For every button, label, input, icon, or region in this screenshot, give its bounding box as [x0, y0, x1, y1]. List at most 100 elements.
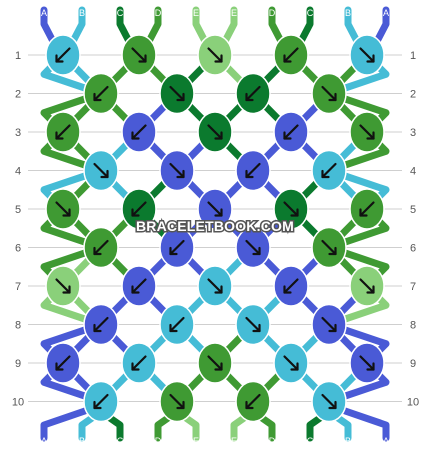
- arrow-down-left-icon: [93, 85, 109, 102]
- arrow-down-left-icon: [169, 316, 185, 333]
- arrow-down-right-icon: [93, 162, 109, 179]
- arrow-down-right-icon: [169, 393, 185, 410]
- strand-letter-bottom: E: [231, 436, 237, 446]
- knot: [45, 34, 81, 76]
- row-label-left: 5: [15, 204, 21, 216]
- row-label-left: 6: [15, 243, 21, 255]
- arrow-down-right-icon: [131, 47, 147, 63]
- knot: [83, 149, 119, 192]
- knot: [311, 303, 347, 346]
- knot: [45, 188, 81, 230]
- arrow-down-right-icon: [207, 278, 223, 294]
- row-label-left: 2: [15, 89, 21, 101]
- row-label-left: 8: [15, 320, 21, 332]
- strand-letter-bottom: C: [117, 436, 124, 446]
- knot: [159, 226, 195, 269]
- arrow-down-left-icon: [321, 162, 337, 179]
- knot: [121, 265, 157, 307]
- strand-letter-top: C: [117, 8, 124, 18]
- arrow-down-right-icon: [359, 124, 375, 140]
- row-label-right: 8: [410, 320, 416, 332]
- knot: [235, 303, 271, 346]
- strand-path: [40, 404, 99, 442]
- knot: [311, 226, 347, 269]
- arrow-down-right-icon: [359, 278, 375, 294]
- arrow-down-left-icon: [131, 201, 147, 217]
- strand-letter-top: D: [155, 8, 162, 18]
- knot: [235, 149, 271, 192]
- arrow-down-left-icon: [283, 47, 299, 63]
- arrow-down-left-icon: [55, 124, 71, 140]
- strand-path: [331, 404, 390, 442]
- arrow-down-right-icon: [321, 316, 337, 333]
- knot: [311, 380, 347, 423]
- arrow-down-right-icon: [321, 85, 337, 102]
- strand-letter-top: E: [193, 8, 199, 18]
- knot: [197, 342, 233, 384]
- knot: [83, 226, 119, 269]
- strand-letter-bottom: D: [269, 436, 276, 446]
- arrow-down-left-icon: [93, 393, 109, 410]
- knot: [349, 34, 385, 76]
- knot: [83, 303, 119, 346]
- knot: [349, 265, 385, 307]
- row-label-right: 5: [410, 204, 416, 216]
- arrow-down-left-icon: [131, 124, 147, 140]
- knot: [197, 188, 233, 230]
- row-label-right: 3: [410, 127, 416, 139]
- arrow-down-left-icon: [55, 355, 71, 371]
- row-label-left: 9: [15, 358, 21, 370]
- row-label-left: 10: [12, 397, 24, 409]
- arrow-down-right-icon: [245, 239, 261, 256]
- arrow-down-right-icon: [207, 124, 223, 140]
- knot: [349, 111, 385, 153]
- knot: [273, 34, 309, 76]
- row-label-right: 9: [410, 358, 416, 370]
- arrow-down-left-icon: [131, 278, 147, 294]
- arrow-down-right-icon: [55, 201, 71, 217]
- strand-letter-bottom: E: [193, 436, 199, 446]
- knot: [235, 72, 271, 115]
- arrow-down-right-icon: [359, 47, 375, 63]
- strand-letter-top: A: [383, 8, 389, 18]
- arrow-down-right-icon: [55, 278, 71, 294]
- row-label-left: 1: [15, 50, 21, 62]
- knot: [159, 72, 195, 115]
- knot: [121, 111, 157, 153]
- row-label-left: 3: [15, 127, 21, 139]
- knot: [273, 342, 309, 384]
- row-label-left: 7: [15, 281, 21, 293]
- arrow-down-right-icon: [321, 393, 337, 410]
- row-label-right: 10: [407, 397, 419, 409]
- strand-letter-bottom: B: [345, 436, 351, 446]
- arrow-down-left-icon: [93, 316, 109, 333]
- arrow-down-left-icon: [283, 124, 299, 140]
- knot: [45, 111, 81, 153]
- strand-letter-top: A: [41, 8, 47, 18]
- knot: [121, 188, 157, 230]
- knot: [45, 342, 81, 384]
- knot-grid: [45, 34, 385, 423]
- arrow-down-left-icon: [55, 47, 71, 63]
- arrow-down-left-icon: [283, 278, 299, 294]
- arrow-down-left-icon: [245, 85, 261, 102]
- knot: [83, 72, 119, 115]
- arrow-down-right-icon: [207, 355, 223, 371]
- knot: [311, 149, 347, 192]
- knot: [121, 342, 157, 384]
- knot: [121, 34, 157, 76]
- knot: [159, 303, 195, 346]
- knot: [197, 34, 233, 76]
- strand-letter-bottom: A: [383, 436, 389, 446]
- arrow-down-right-icon: [245, 316, 261, 333]
- strand-letter-top: D: [269, 8, 276, 18]
- knot: [159, 149, 195, 192]
- row-label-right: 2: [410, 89, 416, 101]
- row-label-right: 6: [410, 243, 416, 255]
- row-label-right: 4: [410, 166, 416, 178]
- arrow-down-right-icon: [207, 47, 223, 63]
- knot: [235, 226, 271, 269]
- arrow-down-right-icon: [207, 201, 223, 217]
